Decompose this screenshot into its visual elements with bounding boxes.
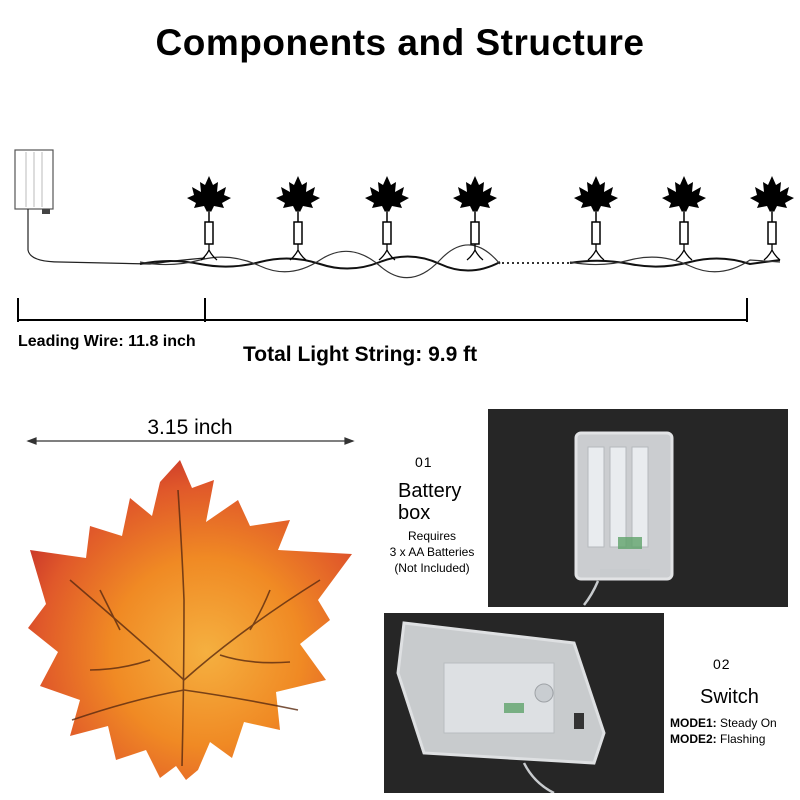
battery-box-title-line1: Battery: [398, 480, 462, 502]
switch-title: Switch: [700, 686, 759, 708]
total-length-label: Total Light String: 9.9 ft: [243, 343, 478, 366]
page-title: Components and Structure: [155, 22, 645, 63]
battery-box-number: 01: [415, 454, 433, 470]
battery-box-icon: [14, 149, 54, 214]
maple-leaf-closeup: [26, 437, 355, 780]
battery-box-title-line2: box: [398, 502, 431, 524]
leaf-light-7: [750, 176, 794, 261]
leaf-light-5: [574, 176, 618, 261]
leaf-light-4: [453, 176, 497, 261]
battery-requirement: Requires 3 x AA Batteries (Not Included): [372, 528, 492, 576]
switch-photo: [384, 613, 664, 793]
light-string-diagram: [14, 149, 794, 322]
leaf-light-1: [187, 176, 231, 261]
mode1-key: MODE1:: [670, 716, 717, 730]
switch-number: 02: [713, 656, 731, 672]
mode1-value: Steady On: [720, 716, 777, 730]
requirement-line2: 3 x AA Batteries: [389, 545, 475, 559]
mode2-line: MODE2: Flashing: [670, 732, 765, 746]
mode1-line: MODE1: Steady On: [670, 716, 777, 730]
battery-box-photo: [488, 409, 788, 607]
dimension-arrow: [26, 437, 355, 445]
leading-wire: [27, 209, 206, 265]
measurement-brackets: [17, 298, 748, 322]
battery-box-title: Battery box: [398, 480, 461, 524]
leading-wire-label: Leading Wire: 11.8 inch: [18, 333, 196, 350]
leaf-light-2: [276, 176, 320, 261]
requirement-line1: Requires: [407, 529, 457, 543]
requirement-line3: (Not Included): [394, 561, 470, 575]
leaf-light-6: [662, 176, 706, 261]
leaf-width-label: 3.15 inch: [147, 416, 233, 439]
leaf-veins: [69, 489, 321, 767]
leaf-shape: [28, 460, 352, 780]
main-wire: [139, 255, 501, 272]
mode2-key: MODE2:: [670, 732, 717, 746]
mode2-value: Flashing: [720, 732, 766, 746]
leaf-light-3: [365, 176, 409, 261]
